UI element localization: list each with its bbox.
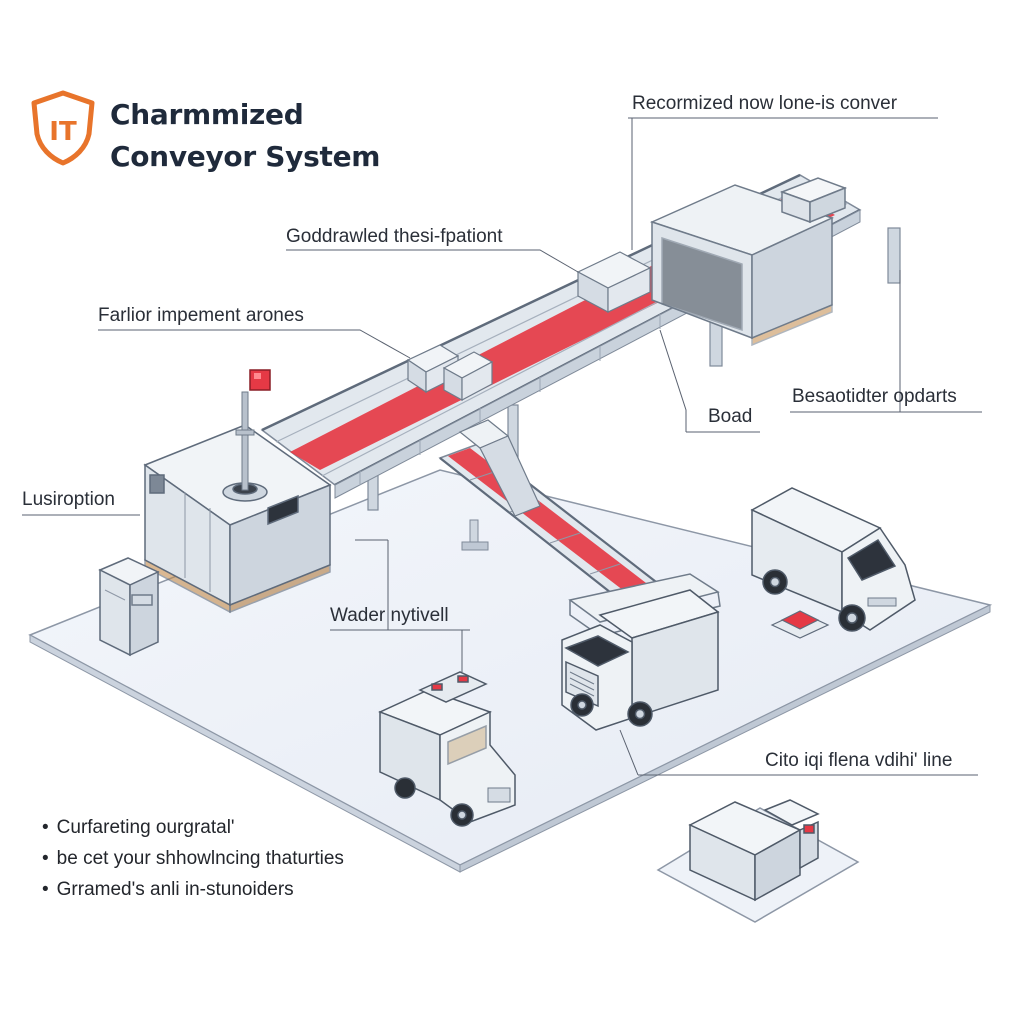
bullet-list: Curfareting ourgratal' be cet your shhow… — [42, 812, 344, 905]
callout-right-middle: Besaotidter opdarts — [792, 386, 957, 407]
kiosk-unit — [98, 557, 160, 657]
small-truck — [378, 671, 516, 827]
warning-beacon-icon — [249, 369, 271, 391]
brand: IT Charmmized Conveyor System — [28, 90, 380, 178]
delivery-van — [750, 487, 916, 632]
red-pallet — [770, 610, 830, 639]
bullet-item: be cet your shhowlncing thaturties — [42, 843, 344, 874]
callout-board: Boad — [708, 406, 753, 427]
logo-text: IT — [49, 117, 77, 147]
callout-left-upper: Farlior impement arones — [98, 305, 304, 326]
callout-top-right: Recormized now lone-is conver — [632, 93, 898, 114]
tunnel-enclosure — [649, 177, 848, 347]
callout-middle: Wader nytivell — [330, 605, 449, 626]
box-truck — [561, 589, 720, 731]
callout-bottom-right: Cito iqi flena vdihi' line — [765, 750, 953, 771]
container-block — [656, 799, 860, 923]
bullet-item: Grramed's anli in-stunoiders — [42, 874, 344, 905]
callout-upper-middle: Goddrawled thesi-fpationt — [286, 226, 503, 247]
callout-left-middle: Lusiroption — [22, 489, 115, 510]
main-machine — [143, 391, 332, 614]
leader-lines — [22, 117, 982, 776]
title-line-1: Charmmized — [110, 98, 304, 131]
incline-conveyor — [438, 419, 721, 637]
bullet-item: Curfareting ourgratal' — [42, 812, 344, 843]
page-title: Charmmized Conveyor System — [110, 94, 380, 178]
shield-logo-icon: IT — [31, 90, 95, 166]
title-line-2: Conveyor System — [110, 140, 381, 173]
